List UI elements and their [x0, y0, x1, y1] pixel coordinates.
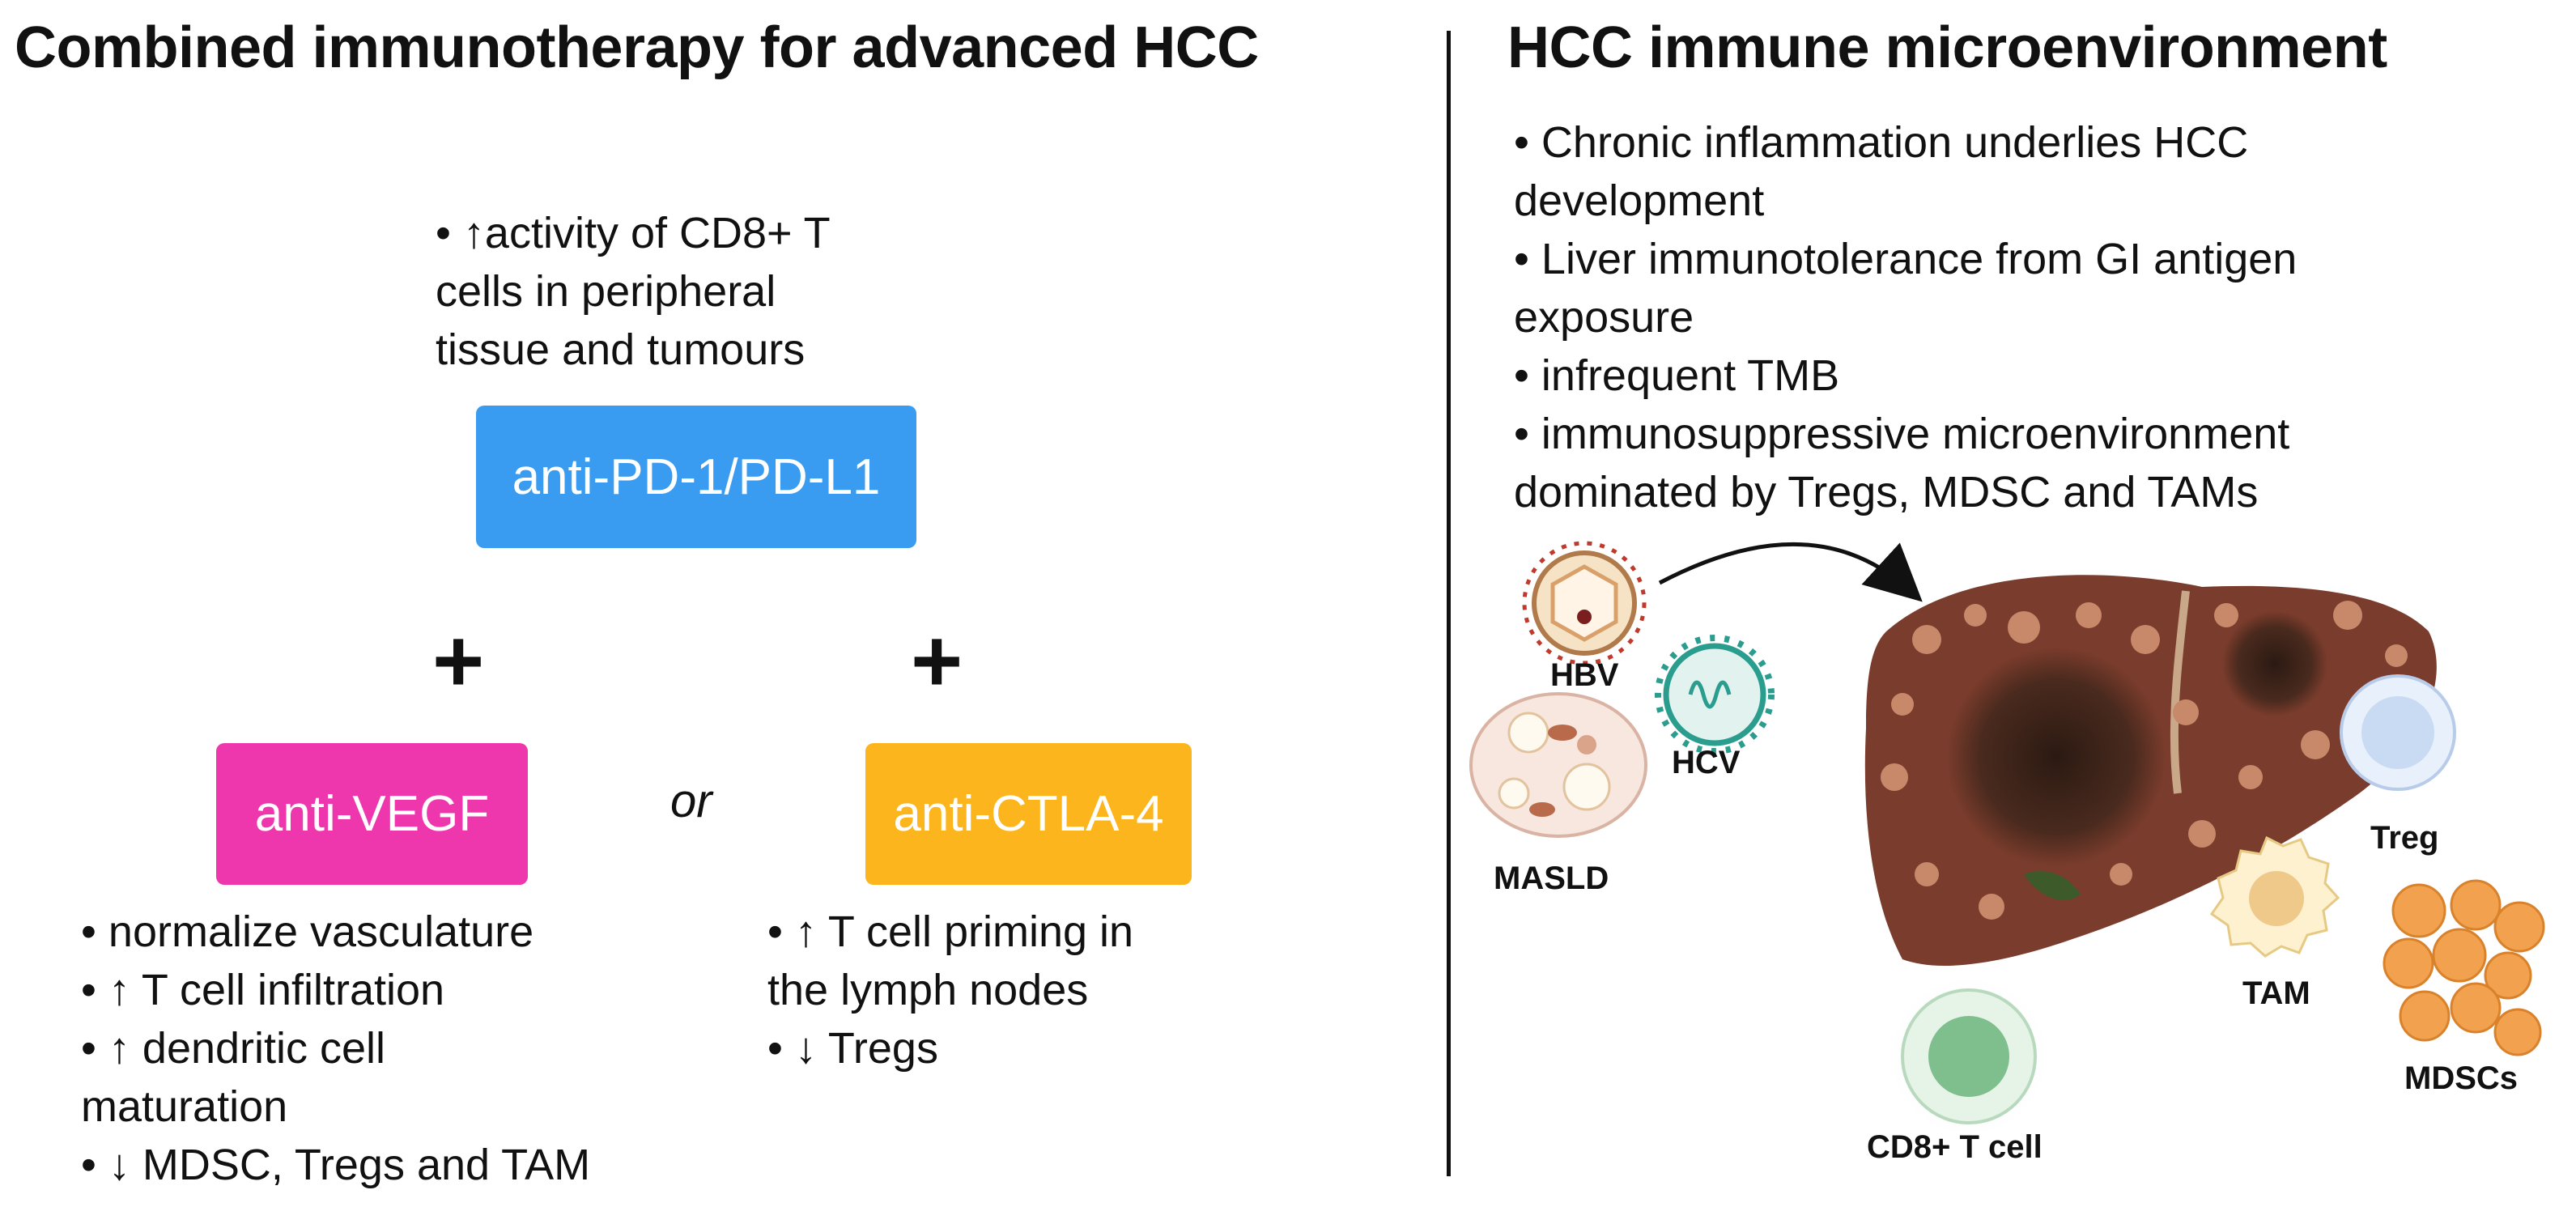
- tam-macrophage-icon: [2209, 835, 2340, 958]
- cd8-label: CD8+ T cell: [1867, 1129, 2043, 1165]
- microenv-line: dominated by Tregs, MDSC and TAMs: [1514, 468, 2259, 516]
- tam-label: TAM: [2242, 975, 2310, 1011]
- right-panel-title: HCC immune microenvironment: [1507, 15, 2387, 80]
- microenv-line: • Liver immunotolerance from GI antigen: [1514, 235, 2298, 283]
- vegf-effects-list: • normalize vasculature • ↑ T cell infil…: [81, 903, 590, 1194]
- pd1-effect-line: tissue and tumours: [436, 325, 806, 374]
- left-panel-title: Combined immunotherapy for advanced HCC: [15, 15, 1259, 80]
- microenv-line: development: [1514, 176, 1765, 225]
- hbv-label: HBV: [1550, 657, 1619, 693]
- microenv-line: exposure: [1514, 293, 1694, 342]
- treg-cell-icon: [2340, 674, 2456, 791]
- anti-pd1-box: anti-PD-1/PD-L1: [476, 406, 916, 548]
- ctla4-effects-list: • ↑ T cell priming in the lymph nodes • …: [767, 903, 1133, 1077]
- masld-hepatocyte-icon: [1469, 692, 1647, 838]
- ctla4-effect-line: • ↓ Tregs: [767, 1024, 938, 1073]
- pd1-effects-list: • ↑activity of CD8+ T cells in periphera…: [436, 204, 831, 379]
- vegf-effect-line: maturation: [81, 1082, 288, 1131]
- mdscs-label: MDSCs: [2404, 1060, 2519, 1096]
- anti-vegf-box: anti-VEGF: [216, 743, 528, 885]
- microenv-line: • infrequent TMB: [1514, 351, 1840, 400]
- vegf-effect-line: • ↓ MDSC, Tregs and TAM: [81, 1141, 591, 1189]
- microenv-line: • Chronic inflammation underlies HCC: [1514, 118, 2249, 167]
- hcv-label: HCV: [1672, 745, 1741, 780]
- hcv-virus-icon: [1655, 635, 1775, 754]
- ctla4-effect-line: • ↑ T cell priming in: [767, 907, 1134, 956]
- pd1-effect-line: • ↑activity of CD8+ T: [436, 209, 831, 257]
- microenvironment-bullets: • Chronic inflammation underlies HCC dev…: [1514, 113, 2297, 521]
- cd8-t-cell-icon: [1880, 967, 2058, 1145]
- microenv-line: • immunosuppressive microenvironment: [1514, 410, 2290, 458]
- or-text: or: [670, 775, 712, 827]
- hbv-virus-icon: [1522, 541, 1647, 665]
- plus-sign-right: +: [911, 611, 963, 711]
- masld-label: MASLD: [1494, 861, 1609, 896]
- ctla4-effect-line: the lymph nodes: [767, 966, 1089, 1014]
- vegf-effect-line: • ↑ dendritic cell: [81, 1024, 386, 1073]
- anti-ctla4-box: anti-CTLA-4: [865, 743, 1192, 885]
- panel-divider: [1447, 31, 1451, 1176]
- pd1-effect-line: cells in peripheral: [436, 267, 776, 316]
- vegf-effect-line: • normalize vasculature: [81, 907, 534, 956]
- arrow-icon: [1658, 542, 1923, 602]
- mdsc-cells-icon: [2383, 879, 2545, 1056]
- plus-sign-left: +: [432, 611, 485, 711]
- vegf-effect-line: • ↑ T cell infiltration: [81, 966, 445, 1014]
- treg-label: Treg: [2370, 820, 2439, 856]
- liver-icon: [1864, 575, 2437, 966]
